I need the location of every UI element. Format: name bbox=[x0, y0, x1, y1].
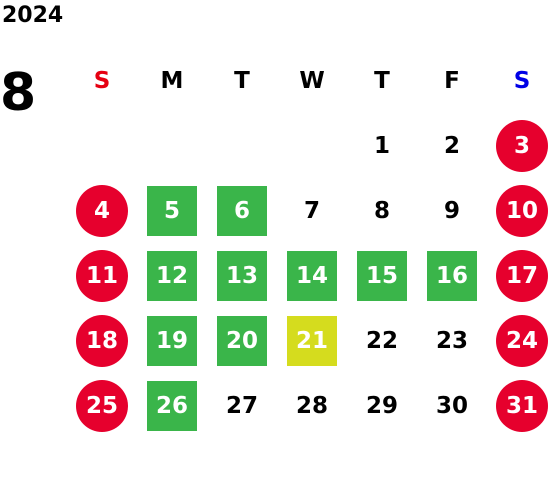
weekday-sunday: S bbox=[93, 67, 111, 94]
day-number: 7 bbox=[303, 197, 320, 224]
day-number: 4 bbox=[76, 184, 128, 237]
weekday-header-cell: T bbox=[207, 48, 277, 113]
day-cell: 8 bbox=[347, 178, 417, 243]
day-cell: 12 bbox=[137, 243, 207, 308]
day-number: 26 bbox=[147, 380, 197, 431]
day-cell bbox=[277, 113, 347, 178]
day-number: 14 bbox=[287, 250, 337, 301]
day-cell: 29 bbox=[347, 373, 417, 438]
day-number: 12 bbox=[147, 250, 197, 301]
month-label: 8 bbox=[0, 63, 37, 123]
day-cell: 17 bbox=[487, 243, 548, 308]
week-row: 18 19 20 21 22 23 24 bbox=[67, 308, 548, 373]
weekday-thursday: T bbox=[374, 67, 390, 94]
day-number: 25 bbox=[76, 379, 128, 432]
weekday-header-cell: M bbox=[137, 48, 207, 113]
day-number: 27 bbox=[225, 392, 258, 419]
weekday-header-cell: W bbox=[277, 48, 347, 113]
day-number: 3 bbox=[496, 119, 548, 172]
day-cell: 24 bbox=[487, 308, 548, 373]
day-cell: 21 bbox=[277, 308, 347, 373]
day-number: 30 bbox=[435, 392, 468, 419]
day-cell bbox=[207, 113, 277, 178]
day-number: 18 bbox=[76, 314, 128, 367]
day-cell bbox=[137, 113, 207, 178]
day-cell: 9 bbox=[417, 178, 487, 243]
day-number: 8 bbox=[373, 197, 390, 224]
day-cell: 26 bbox=[137, 373, 207, 438]
day-cell: 28 bbox=[277, 373, 347, 438]
day-cell: 4 bbox=[67, 178, 137, 243]
day-cell: 15 bbox=[347, 243, 417, 308]
day-cell: 20 bbox=[207, 308, 277, 373]
day-cell: 22 bbox=[347, 308, 417, 373]
day-number: 21 bbox=[287, 315, 337, 366]
day-number: 9 bbox=[443, 197, 460, 224]
day-cell: 31 bbox=[487, 373, 548, 438]
year-label: 2024 bbox=[2, 3, 64, 28]
day-cell: 3 bbox=[487, 113, 548, 178]
day-number: 28 bbox=[295, 392, 328, 419]
day-number: 2 bbox=[443, 132, 460, 159]
day-number: 15 bbox=[357, 250, 407, 301]
day-cell: 14 bbox=[277, 243, 347, 308]
day-number: 24 bbox=[496, 314, 548, 367]
day-number: 6 bbox=[217, 185, 267, 236]
day-number: 22 bbox=[365, 327, 398, 354]
day-cell: 23 bbox=[417, 308, 487, 373]
day-cell: 30 bbox=[417, 373, 487, 438]
week-row: 1 2 3 bbox=[67, 113, 548, 178]
weekday-tuesday: T bbox=[234, 67, 250, 94]
day-cell: 10 bbox=[487, 178, 548, 243]
day-number: 17 bbox=[496, 249, 548, 302]
day-cell: 2 bbox=[417, 113, 487, 178]
day-cell: 18 bbox=[67, 308, 137, 373]
day-number: 11 bbox=[76, 249, 128, 302]
day-number: 1 bbox=[373, 132, 390, 159]
weekday-friday: F bbox=[444, 67, 460, 94]
day-number: 16 bbox=[427, 250, 477, 301]
day-number: 31 bbox=[496, 379, 548, 432]
day-number: 5 bbox=[147, 185, 197, 236]
day-cell: 6 bbox=[207, 178, 277, 243]
day-cell: 7 bbox=[277, 178, 347, 243]
week-row: 25 26 27 28 29 30 31 bbox=[67, 373, 548, 438]
weekday-header-cell: T bbox=[347, 48, 417, 113]
day-cell: 13 bbox=[207, 243, 277, 308]
weekday-header-cell: S bbox=[67, 48, 137, 113]
weekday-saturday: S bbox=[513, 67, 531, 94]
day-cell: 27 bbox=[207, 373, 277, 438]
day-number: 20 bbox=[217, 315, 267, 366]
week-row: 11 12 13 14 15 16 17 bbox=[67, 243, 548, 308]
day-cell: 11 bbox=[67, 243, 137, 308]
weekday-header-row: S M T W T F S bbox=[67, 48, 548, 113]
weekday-header-cell: F bbox=[417, 48, 487, 113]
day-cell: 5 bbox=[137, 178, 207, 243]
day-cell: 25 bbox=[67, 373, 137, 438]
weekday-monday: M bbox=[160, 67, 184, 94]
day-number: 10 bbox=[496, 184, 548, 237]
day-number: 13 bbox=[217, 250, 267, 301]
day-number: 29 bbox=[365, 392, 398, 419]
weekday-header-cell: S bbox=[487, 48, 548, 113]
day-cell: 16 bbox=[417, 243, 487, 308]
day-cell: 1 bbox=[347, 113, 417, 178]
weekday-wednesday: W bbox=[299, 67, 325, 94]
day-number: 23 bbox=[435, 327, 468, 354]
day-cell bbox=[67, 113, 137, 178]
day-cell: 19 bbox=[137, 308, 207, 373]
day-number: 19 bbox=[147, 315, 197, 366]
